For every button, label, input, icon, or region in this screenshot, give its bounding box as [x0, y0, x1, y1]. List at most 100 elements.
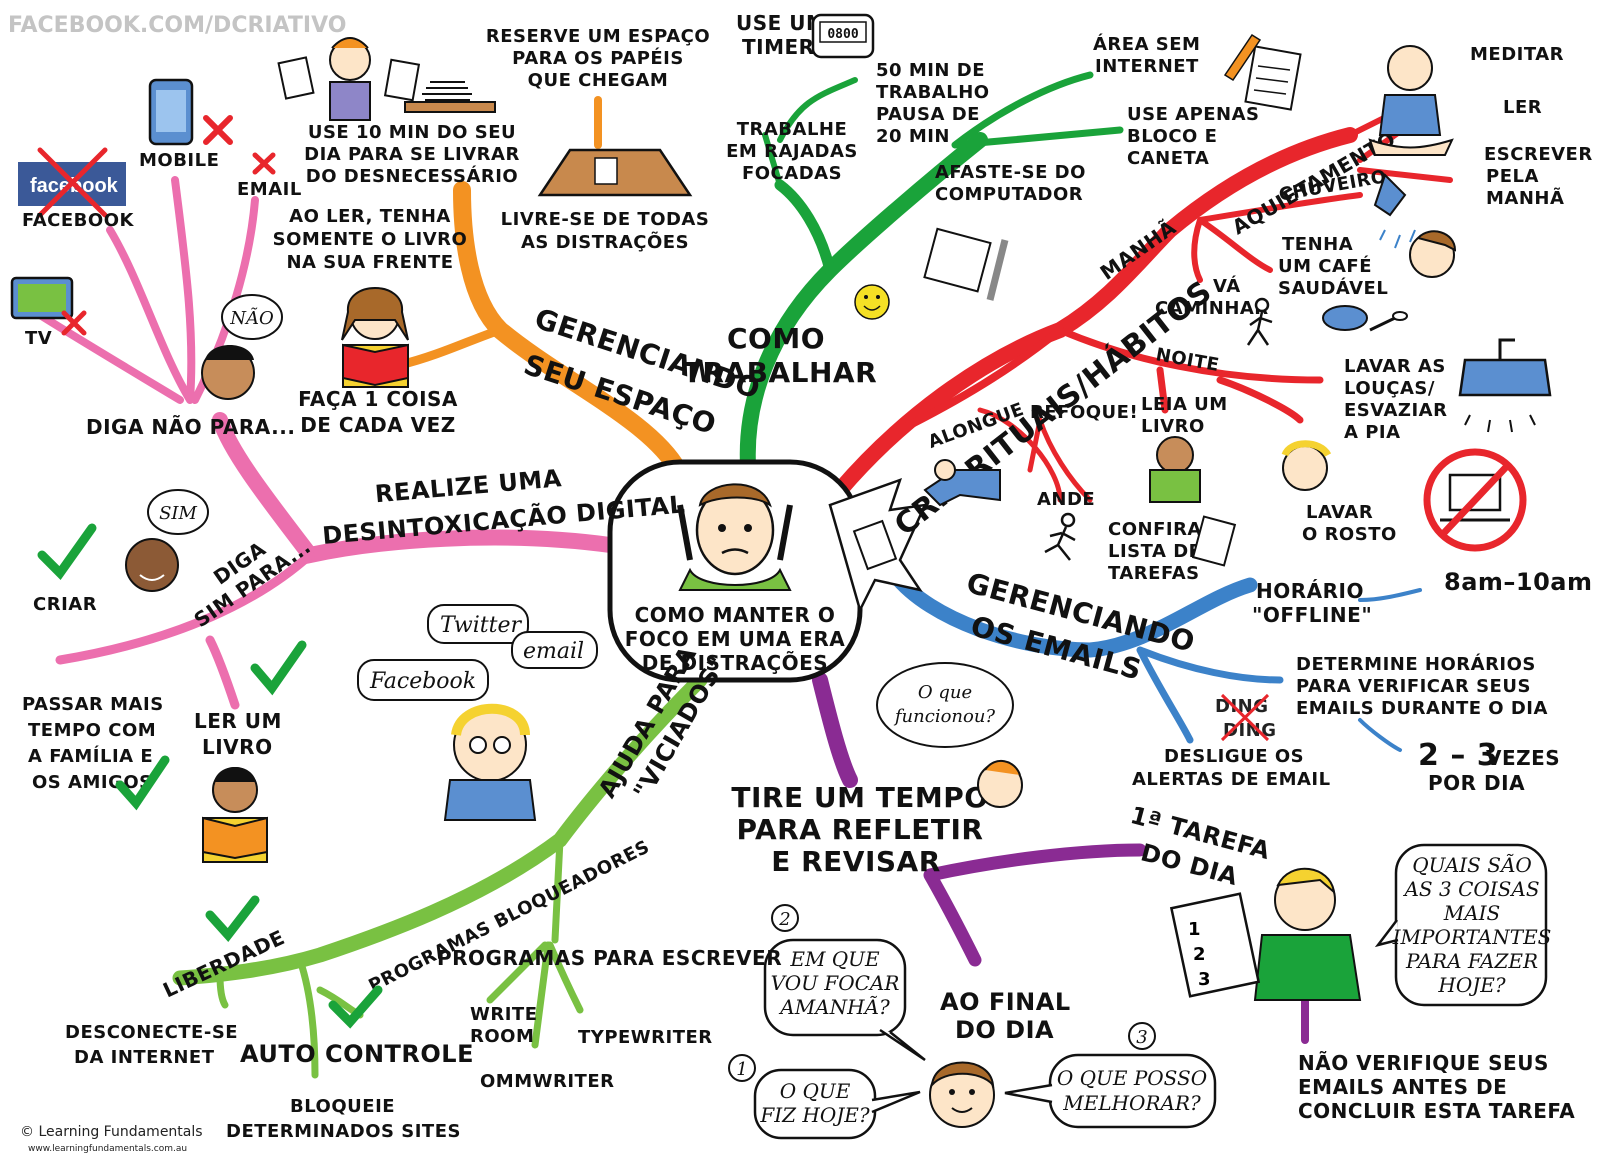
refletir-quais-3: MAIS: [1443, 901, 1501, 925]
viciados-label-desconecte: DESCONECTE-SE: [65, 1022, 238, 1043]
rituais-label-caminhar-2: CAMINHAR: [1155, 298, 1269, 319]
bubble-number-1: 1: [736, 1059, 747, 1080]
refletir-fiz-2: FIZ HOJE?: [759, 1103, 869, 1127]
refletir-label-naoverifique-3: CONCLUIR ESTA TAREFA: [1298, 1099, 1575, 1123]
email-cloud: [511, 631, 598, 669]
viciados-label-bloqueie: BLOQUEIE: [290, 1096, 395, 1117]
viciados-label-autocontrole: AUTO CONTROLE: [240, 1040, 474, 1068]
list-number-2: 2: [1193, 944, 1206, 965]
rituais-label-escrever-2: PELA: [1486, 166, 1539, 187]
trabalhar-label-timer: USE UM: [736, 11, 826, 35]
detox-label-ler: LER UM: [194, 709, 282, 733]
rituais-label-loucas: LAVAR AS: [1344, 356, 1446, 377]
espaco-label-10min: USE 10 MIN DO SEU: [308, 122, 516, 143]
refletir-label-naoverifique: NÃO VERIFIQUE SEUS: [1298, 1051, 1549, 1075]
timer-icon: 0800: [811, 13, 875, 59]
rituais-label-refoque: REFOQUE!: [1030, 402, 1138, 423]
trabalhar-title-line2: TRABALHAR: [683, 356, 877, 389]
nao-speech-bubble: [221, 294, 283, 340]
emails-label-offline: HORÁRIO: [1256, 579, 1364, 603]
refletir-label-final: AO FINAL: [940, 988, 1071, 1016]
bubble-number-3: 3: [1136, 1027, 1147, 1048]
check-icon-ler: [250, 640, 307, 696]
detox-label-criar: CRIAR: [33, 594, 97, 615]
node-rituais: CRIE RITUAIS/HÁBITOS MANHÃ AQUIETAMENTO …: [887, 44, 1592, 584]
pencil-icon: [1223, 33, 1262, 82]
emails-label-determine: DETERMINE HORÁRIOS: [1296, 653, 1536, 675]
viciados-label-writeroom-2: ROOM: [470, 1026, 534, 1047]
refletir-quais-4: IMPORTANTES: [1392, 925, 1552, 949]
trabalhar-label-rajadas-3: FOCADAS: [742, 163, 842, 184]
rituais-label-lista-2: LISTA DE: [1108, 541, 1201, 562]
rituais-label-escrever: ESCREVER: [1484, 144, 1593, 165]
credit-line2: www.learningfundamentals.com.au: [28, 1144, 187, 1154]
refletir-quais-5: PARA FAZER: [1405, 949, 1538, 973]
refletir-fiz: O QUE: [780, 1079, 851, 1103]
cross-icon-mobile: [203, 115, 233, 145]
check-icon-familia: [115, 755, 170, 811]
rituais-label-rosto: LAVAR: [1306, 502, 1373, 523]
bubble-number-2: 2: [778, 909, 790, 930]
watermark: FACEBOOK.COM/DCRIATIVO: [8, 13, 346, 38]
rituais-label-caminhar: VÁ: [1213, 275, 1241, 297]
espaco-label-ler-2: SOMENTE O LIVRO: [273, 229, 468, 250]
refletir-quais: QUAIS SÃO: [1412, 853, 1532, 877]
espaco-label-reserve: RESERVE UM ESPAÇO: [486, 26, 710, 47]
viciados-label-ommwriter: OMMWRITER: [480, 1071, 614, 1092]
espaco-label-1coisa-2: DE CADA VEZ: [300, 413, 456, 437]
trabalhar-title-line1: COMO: [727, 322, 825, 355]
rituais-label-rosto-2: O ROSTO: [1302, 524, 1397, 545]
reflecting-person-icon: [929, 1061, 995, 1128]
rituais-label-cafe: TENHA: [1282, 234, 1353, 255]
branch-refletir: [812, 672, 858, 788]
cross-icon-email: [252, 152, 276, 175]
espaco-label-reserve-3: QUE CHEGAM: [528, 70, 669, 91]
check-icon-autocontrole: [328, 985, 383, 1029]
refletir-bubble-text: O que: [918, 682, 972, 703]
rituais-label-leia-2: LIVRO: [1141, 416, 1205, 437]
shower-icon: [1373, 173, 1407, 217]
refletir-title-line2: PARA REFLETIR: [737, 813, 984, 846]
rituais-label-meditar: MEDITAR: [1470, 44, 1564, 65]
branch-detox: [212, 412, 618, 564]
espaco-label-ler-3: NA SUA FRENTE: [286, 252, 453, 273]
bowl-icon: [1322, 305, 1368, 331]
rituais-label-cafe-3: SAUDÁVEL: [1278, 277, 1388, 299]
detox-label-familia: PASSAR MAIS: [22, 694, 164, 715]
reading-boy-icon: [1149, 436, 1201, 503]
emails-label-time: 8am–10am: [1444, 568, 1593, 596]
sim-speech-bubble: [147, 489, 209, 535]
trabalhar-label-bloco: USE APENAS: [1127, 104, 1260, 125]
rituais-label-cafe-2: UM CAFÉ: [1278, 255, 1372, 277]
check-icon-criar: [37, 523, 97, 580]
espaco-label-1coisa: FAÇA 1 COISA: [298, 387, 458, 411]
espaco-label-reserve-2: PARA OS PAPÉIS: [512, 47, 684, 69]
viciados-email: email: [523, 639, 584, 664]
detox-label-tv: TV: [25, 328, 52, 349]
trabalhar-label-50min-3: PAUSA DE: [876, 104, 980, 125]
meditating-person-icon: [1368, 45, 1454, 156]
timer-display: 0800: [827, 27, 858, 42]
thought-bubble: [876, 662, 1014, 748]
trabalhar-label-afaste: AFASTE-SE DO: [935, 162, 1086, 183]
cross-icon-tv: [61, 310, 87, 336]
emails-label-desligue-2: ALERTAS DE EMAIL: [1132, 769, 1331, 790]
espaco-label-ler: AO LER, TENHA: [289, 206, 451, 227]
central-title-line3: DE DISTRAÇÕES: [642, 651, 828, 675]
viciados-label-typewriter: TYPEWRITER: [578, 1027, 713, 1048]
viciados-label-bloqueie-2: DETERMINADOS SITES: [226, 1121, 461, 1142]
trabalhar-label-50min-2: TRABALHO: [876, 82, 990, 103]
cross-icon-facebook: [37, 147, 108, 218]
refletir-label-final-2: DO DIA: [955, 1016, 1054, 1044]
detox-label-email: EMAIL: [237, 179, 302, 200]
branch-emails: [887, 567, 1258, 658]
trabalhar-label-rajadas: TRABALHE: [737, 119, 848, 140]
refletir-foco-3: AMANHÃ?: [778, 995, 890, 1019]
emails-label-determine-2: PARA VERIFICAR SEUS: [1296, 676, 1531, 697]
espaco-label-10min-2: DIA PARA SE LIVRAR: [304, 144, 520, 165]
trabalhar-label-bloco-3: CANETA: [1127, 148, 1209, 169]
branch-viciados: [172, 672, 708, 986]
trabalhar-label-area: ÁREA SEM: [1093, 33, 1200, 55]
walking-person-icon: [1246, 297, 1273, 346]
refletir-bubble-text-2: funcionou?: [893, 706, 996, 727]
